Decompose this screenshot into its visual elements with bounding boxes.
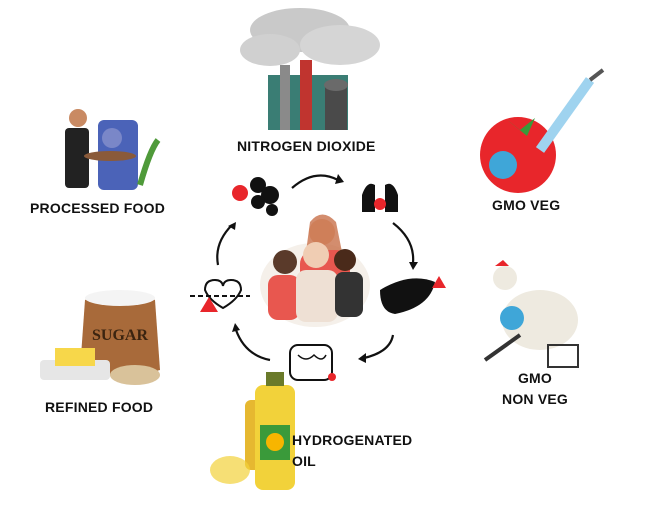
oil-bottle-icon [210, 372, 295, 490]
processed-food-worker-icon [65, 109, 161, 190]
label-nitrogen-dioxide: NITROGEN DIOXIDE [237, 138, 376, 154]
gmo-chicken-icon [483, 260, 579, 368]
label-line: GMO [517, 370, 553, 386]
label-line: OIL [292, 453, 316, 469]
label-line: HYDROGENATED [292, 432, 413, 448]
factory-pollution-icon [240, 8, 380, 130]
intestine-icon [289, 344, 336, 381]
family-hug-illustration [260, 214, 370, 327]
label-hydrogenated-oil: HYDROGENATED OIL [292, 430, 412, 472]
label-processed-food: PROCESSED FOOD [30, 200, 166, 216]
arrow-icon [392, 222, 415, 264]
lungs-icon [362, 183, 398, 212]
cycle-arrows [216, 174, 415, 362]
liver-warning-icon [380, 276, 446, 314]
arrow-icon [216, 224, 233, 266]
arrow-icon [234, 329, 271, 362]
label-gmo-non-veg: GMO NON VEG [490, 368, 580, 410]
arrow-icon [363, 334, 395, 360]
arrow-icon [291, 174, 339, 189]
heart-warning-icon [190, 278, 250, 312]
gmo-tomato-syringe-icon [480, 68, 605, 193]
sugar-sack-text: SUGAR [92, 327, 148, 344]
sugar-sack-icon: SUGAR [40, 290, 160, 385]
label-refined-food: REFINED FOOD [45, 399, 154, 415]
label-gmo-veg: GMO VEG [492, 197, 561, 213]
bacteria-virus-icon [232, 177, 279, 216]
label-line: NON VEG [502, 391, 568, 407]
